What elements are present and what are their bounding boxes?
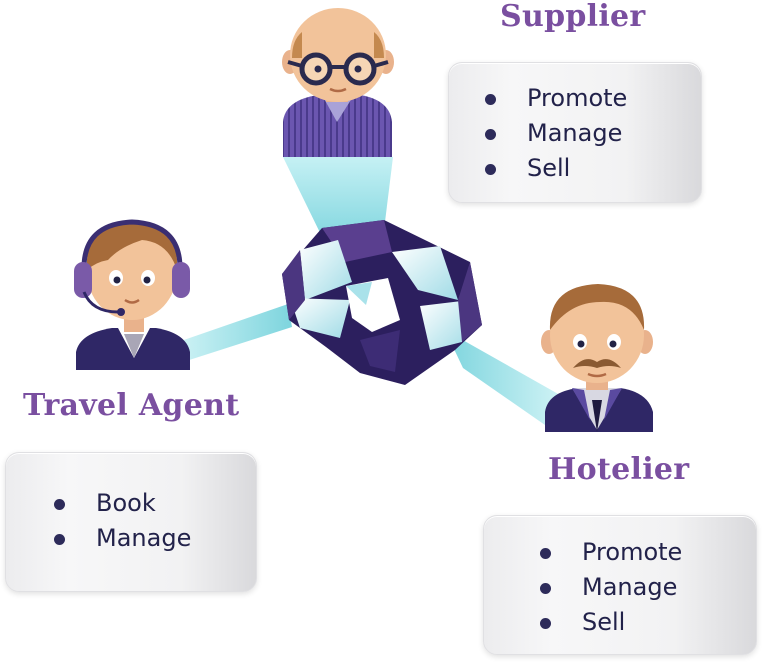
hotelier-card: Promote Manage Sell	[483, 515, 757, 655]
bullet-icon	[540, 548, 551, 559]
bullet-icon	[54, 499, 65, 510]
supplier-list: Promote Manage Sell	[483, 81, 701, 186]
list-item: Manage	[52, 521, 256, 556]
list-item: Manage	[483, 116, 701, 151]
list-item: Promote	[483, 81, 701, 116]
travel-agent-beam	[178, 304, 292, 362]
travel-agent-card: Book Manage	[5, 452, 257, 592]
network-hub-icon	[282, 220, 482, 385]
travel-agent-title: Travel Agent	[23, 388, 240, 423]
list-item: Promote	[538, 535, 756, 570]
hotelier-list: Promote Manage Sell	[538, 535, 756, 640]
bullet-icon	[540, 618, 551, 629]
hotelier-beam	[445, 330, 560, 425]
list-item: Manage	[538, 570, 756, 605]
bullet-icon	[54, 534, 65, 545]
travel-agent-avatar	[74, 219, 190, 370]
bullet-icon	[485, 94, 496, 105]
list-item: Sell	[483, 151, 701, 186]
travel-agent-list: Book Manage	[52, 486, 256, 556]
hotelier-avatar	[541, 284, 653, 432]
bullet-icon	[540, 583, 551, 594]
bullet-icon	[485, 129, 496, 140]
supplier-avatar	[282, 8, 394, 157]
list-item: Sell	[538, 605, 756, 640]
bullet-icon	[485, 164, 496, 175]
supplier-card: Promote Manage Sell	[448, 62, 702, 203]
supplier-title: Supplier	[500, 0, 646, 34]
list-item: Book	[52, 486, 256, 521]
hotelier-title: Hotelier	[548, 452, 690, 487]
